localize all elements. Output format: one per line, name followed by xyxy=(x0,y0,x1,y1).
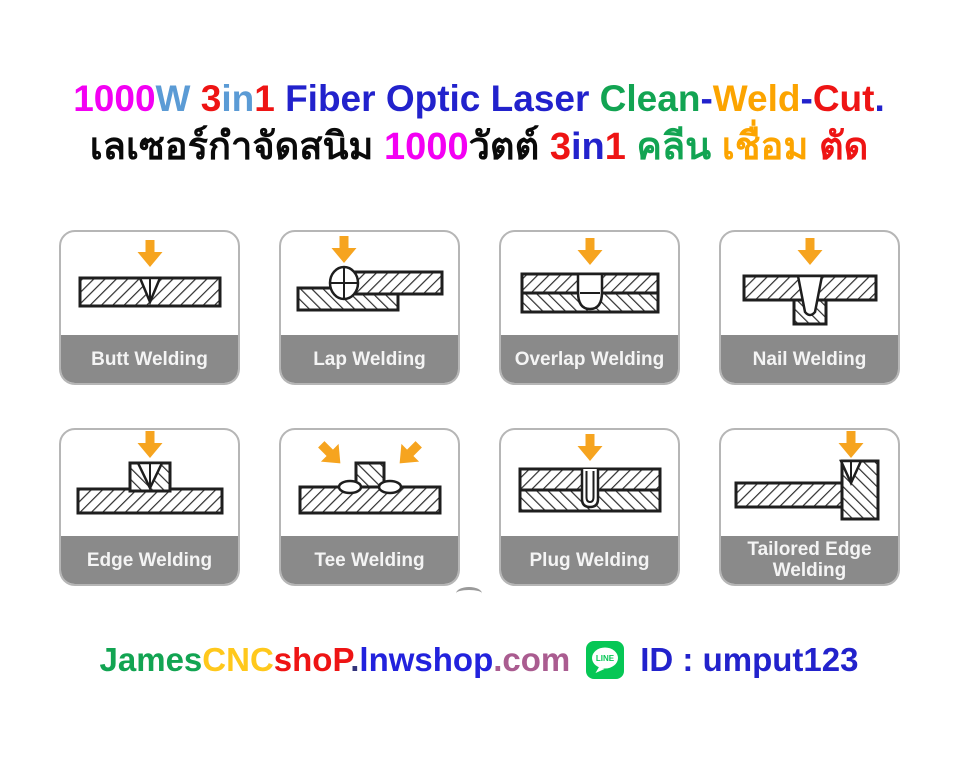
title-segment: วัตต์ xyxy=(468,126,550,168)
diagonal-arrow-icon xyxy=(317,440,340,463)
title-line-1: 1000W 3in1 Fiber Optic Laser Clean-Weld-… xyxy=(0,74,958,123)
title-segment: W xyxy=(155,78,201,119)
overlap-welding-diagram xyxy=(501,232,678,335)
title-segment: 3 xyxy=(549,126,571,168)
down-arrow-icon xyxy=(137,239,162,267)
card-label-text: Tee Welding xyxy=(314,549,425,571)
card-label-text: Overlap Welding xyxy=(514,348,665,370)
title-segment: เลเซอร์กำจัดสนิม xyxy=(89,126,385,168)
title-segment: Clean xyxy=(599,78,701,119)
butt-welding-diagram xyxy=(61,232,238,335)
card-label: Edge Welding xyxy=(61,536,238,584)
title-segment: in xyxy=(221,78,255,119)
title-segment: 1 xyxy=(254,78,275,119)
card-label-text: Nail Welding xyxy=(752,348,867,370)
card-butt-welding: Butt Welding xyxy=(59,230,240,385)
title-segment: คลีน xyxy=(625,126,722,168)
lap-welding-diagram xyxy=(281,232,458,335)
brand-segment: . xyxy=(350,641,360,678)
title-segment: Weld xyxy=(712,78,801,119)
card-label-text: Tailored Edge Welding xyxy=(747,539,872,581)
line-icon-label: LINE xyxy=(596,654,615,663)
nail-welding-diagram xyxy=(721,232,898,335)
card-label: Tee Welding xyxy=(281,536,458,584)
title-segment: - xyxy=(700,78,713,119)
brand-segment: CNC xyxy=(202,641,274,678)
title-segment: - xyxy=(800,78,813,119)
card-label-text: Butt Welding xyxy=(91,348,208,370)
down-arrow-icon xyxy=(577,237,602,265)
metal-plate xyxy=(734,481,849,508)
title-segment: 1000 xyxy=(73,78,156,119)
card-label: Butt Welding xyxy=(61,335,238,383)
metal-block xyxy=(354,461,385,488)
tailored-edge-welding-diagram xyxy=(721,430,898,536)
weld-seam xyxy=(795,274,824,316)
down-arrow-icon xyxy=(577,433,602,461)
title-line-2: เลเซอร์กำจัดสนิม 1000วัตต์ 3in1 คลีน เชื… xyxy=(0,123,958,172)
shop-name: JamesCNCshoP.lnwshop.com xyxy=(100,641,571,679)
title: 1000W 3in1 Fiber Optic Laser Clean-Weld-… xyxy=(0,74,958,172)
tee-welding-diagram xyxy=(281,430,458,536)
weld-seam xyxy=(576,272,603,310)
title-segment: 1 xyxy=(604,126,626,168)
title-segment: Fiber Optic Laser xyxy=(274,78,600,119)
card-edge-welding: Edge Welding xyxy=(59,428,240,586)
diagonal-arrow-icon xyxy=(399,440,422,463)
card-label: Lap Welding xyxy=(281,335,458,383)
card-overlap-welding: Overlap Welding xyxy=(499,230,680,385)
brand-segment: shoP xyxy=(273,641,351,678)
down-arrow-icon xyxy=(331,235,356,263)
title-segment: เชื่อม xyxy=(721,126,819,168)
edge-welding-diagram xyxy=(61,430,238,536)
down-arrow-icon xyxy=(137,430,162,458)
card-label: Overlap Welding xyxy=(501,335,678,383)
card-label-text: Lap Welding xyxy=(313,348,426,370)
brand-segment: .com xyxy=(493,641,571,678)
line-id: ID : umput123 xyxy=(640,641,859,678)
card-lap-welding: Lap Welding xyxy=(279,230,460,385)
card-label-text: Edge Welding xyxy=(86,549,213,571)
down-arrow-icon xyxy=(838,430,863,458)
card-label: Plug Welding xyxy=(501,536,678,584)
welding-grid: Butt Welding Lap Welding xyxy=(59,230,900,586)
card-tailored-edge-welding: Tailored Edge Welding xyxy=(719,428,900,586)
card-label: Nail Welding xyxy=(721,335,898,383)
title-segment: . xyxy=(874,78,885,119)
metal-plate xyxy=(76,487,223,514)
card-label-text: Plug Welding xyxy=(529,549,650,571)
plug-welding-diagram xyxy=(501,430,678,536)
card-nail-welding: Nail Welding xyxy=(719,230,900,385)
weld-bead xyxy=(377,479,402,494)
card-plug-welding: Plug Welding xyxy=(499,428,680,586)
title-segment: in xyxy=(571,126,605,168)
title-segment: 1000 xyxy=(384,126,469,168)
footer: JamesCNCshoP.lnwshop.com LINE ID : umput… xyxy=(0,641,958,679)
weld-bead xyxy=(337,479,362,494)
brand-segment: James xyxy=(99,641,203,678)
smudge-artifact xyxy=(456,587,482,600)
brand-segment: lnwshop xyxy=(359,641,494,678)
title-segment: Cut xyxy=(812,78,875,119)
line-app-icon: LINE xyxy=(586,641,625,679)
title-segment: ตัด xyxy=(818,126,869,168)
card-tee-welding: Tee Welding xyxy=(279,428,460,586)
card-label: Tailored Edge Welding xyxy=(721,536,898,584)
metal-plate xyxy=(298,485,441,514)
title-segment: 3 xyxy=(200,78,222,119)
down-arrow-icon xyxy=(797,237,822,265)
